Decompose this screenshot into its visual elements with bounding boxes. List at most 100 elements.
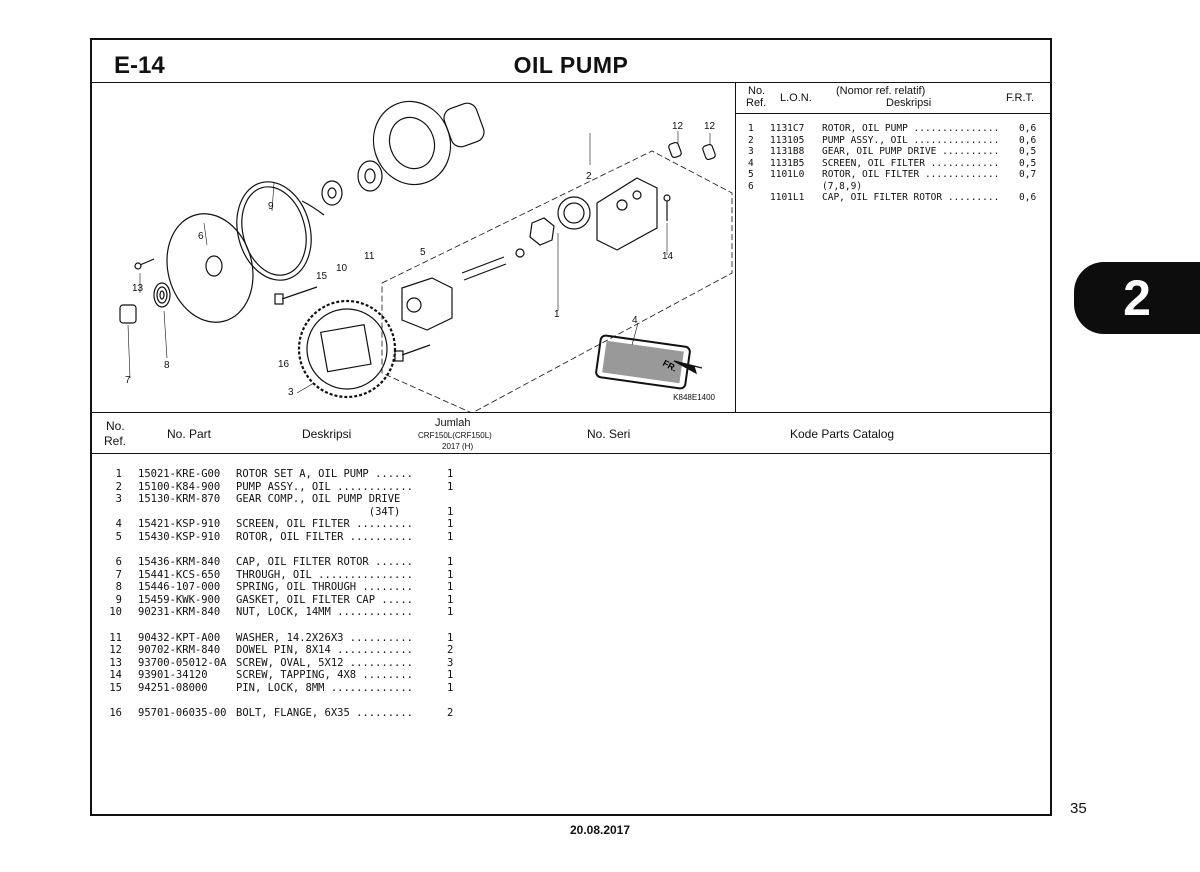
callout-12a: 12 (672, 121, 684, 132)
lon-cell-desc: ROTOR, OIL FILTER ............. (822, 169, 1000, 180)
parts-cell-ref: 6 (115, 556, 122, 568)
parts-cell-part: 90432-KPT-A00 (138, 631, 221, 644)
parts-cell-ref: 2 (115, 480, 122, 493)
lon-cell-desc: CAP, OIL FILTER ROTOR ......... (822, 192, 1000, 203)
parts-cell-desc: ROTOR SET A, OIL PUMP ...... (236, 468, 414, 480)
parts-cell-qty: 1 (447, 530, 454, 543)
parts-cell-qty: 1 (447, 593, 454, 606)
parts-cell-part: 15436-KRM-840 (138, 556, 221, 568)
parts-cell-ref: 5 (115, 530, 122, 543)
page-code: E-14 (114, 52, 165, 79)
parts-cell-qty: 1 (447, 556, 454, 568)
callout-8: 8 (164, 360, 170, 371)
lon-cell-lon: 1131B8 (770, 146, 805, 157)
lon-cell-frt: 0,7 (1019, 169, 1037, 180)
parts-header-catalog: Kode Parts Catalog (790, 427, 895, 441)
callout-3: 3 (288, 387, 294, 398)
parts-cell-desc: NUT, LOCK, 14MM ............ (236, 606, 414, 618)
page-title: OIL PUMP (513, 52, 629, 78)
parts-cell-qty: 3 (447, 656, 454, 669)
parts-cell-qty: 1 (447, 505, 454, 518)
parts-cell-ref: 13 (109, 656, 122, 669)
lon-cell-lon: 1131C7 (770, 123, 805, 134)
table-row: (34T)1 (92, 506, 692, 519)
parts-cell-desc: GEAR COMP., OIL PUMP DRIVE (236, 493, 401, 505)
group-spacer (92, 543, 692, 556)
lon-row: 6(7,8,9) (736, 181, 1052, 193)
group-spacer (92, 619, 692, 632)
parts-cell-ref: 1 (115, 468, 122, 480)
parts-cell-ref: 12 (109, 644, 122, 656)
diagram-code: K848E1400 (673, 393, 715, 402)
parts-table-header: No. Ref. No. Part Deskripsi Jumlah CRF15… (92, 412, 1050, 454)
parts-cell-part: 90702-KRM-840 (138, 644, 221, 656)
parts-header-seri: No. Seri (587, 427, 631, 441)
lon-cell-desc: GEAR, OIL PUMP DRIVE .......... (822, 146, 1000, 157)
callout-15: 15 (316, 271, 328, 282)
parts-header-part: No. Part (167, 427, 212, 441)
lon-cell-desc: PUMP ASSY., OIL ............... (822, 134, 1000, 146)
parts-cell-ref: 16 (109, 707, 122, 719)
page-number: 35 (1070, 800, 1087, 817)
parts-cell-part: 15446-107-000 (138, 581, 221, 593)
parts-cell-part: 94251-08000 (138, 681, 208, 694)
section-tab[interactable]: 2 (1074, 262, 1200, 334)
callout-4: 4 (632, 315, 638, 326)
page-frame: E-14 OIL PUMP (90, 38, 1052, 816)
parts-cell-part: 15441-KCS-650 (138, 568, 221, 581)
parts-header-year: 2017 (H) (442, 442, 474, 451)
parts-cell-ref: 3 (115, 493, 122, 505)
callout-16a: 16 (278, 359, 290, 370)
parts-cell-qty: 1 (447, 480, 454, 493)
parts-cell-part: 90231-KRM-840 (138, 606, 221, 618)
callout-11: 11 (364, 251, 375, 262)
parts-cell-ref: 14 (109, 669, 122, 681)
parts-cell-desc: SCREEN, OIL FILTER ......... (236, 518, 414, 530)
parts-cell-desc: SPRING, OIL THROUGH ........ (236, 581, 414, 593)
callout-7: 7 (125, 375, 131, 386)
parts-header-no: No. (106, 419, 125, 433)
callout-10: 10 (336, 263, 348, 274)
parts-cell-part: 15100-K84-900 (138, 480, 221, 493)
parts-header-ref: Ref. (104, 434, 127, 448)
lon-cell-ref: 5 (748, 169, 754, 180)
parts-cell-qty: 1 (447, 468, 454, 480)
table-row: 10 90231-KRM-840 NUT, LOCK, 14MM .........… (92, 606, 692, 619)
lon-cell-ref: 6 (748, 180, 754, 192)
lon-cell-frt: 0,6 (1019, 192, 1037, 203)
lon-header-ref: Ref. (746, 97, 767, 109)
lon-table-header: No. Ref. L.O.N. (Nomor ref. relatif) Des… (736, 83, 1052, 114)
lon-header-frt: F.R.T. (1006, 92, 1035, 104)
footer-date: 20.08.2017 (569, 823, 631, 837)
lon-header-desc: Deskripsi (886, 97, 932, 109)
parts-cell-qty: 1 (447, 669, 454, 681)
parts-cell-desc: SCREW, TAPPING, 4X8 ........ (236, 669, 414, 681)
parts-cell-ref: 10 (109, 606, 122, 618)
parts-cell-ref: 7 (115, 568, 122, 581)
parts-cell-desc: WASHER, 14.2X26X3 .......... (236, 631, 414, 644)
parts-cell-qty: 1 (447, 568, 454, 581)
parts-cell-desc: SCREW, OVAL, 5X12 .......... (236, 656, 414, 669)
callout-2: 2 (586, 171, 592, 182)
parts-header-desc: Deskripsi (302, 427, 352, 441)
parts-cell-part: 15021-KRE-G00 (138, 468, 221, 480)
parts-cell-qty: 2 (447, 707, 454, 719)
parts-cell-desc: ROTOR, OIL FILTER .......... (236, 530, 414, 543)
